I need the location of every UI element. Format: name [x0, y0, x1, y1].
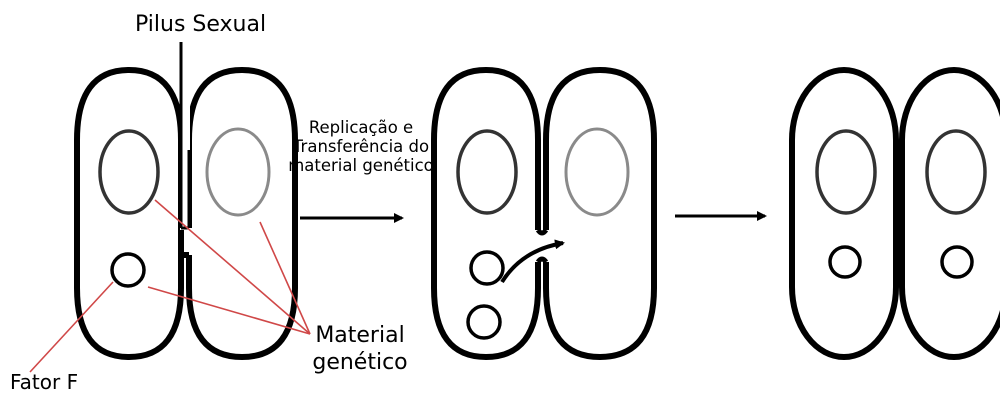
stage2-bridge-lower	[538, 259, 546, 262]
stage2-fator-f-plasmid	[471, 252, 503, 284]
fator-f-label: Fator F	[10, 370, 78, 394]
stage2-replicated-fator-f	[468, 306, 500, 338]
pointer-to-recipient-material	[260, 222, 310, 334]
stage2-recipient-genetic-material	[566, 129, 628, 215]
stage2-bridge-upper	[538, 230, 546, 233]
pilus-sexual-label: Pilus Sexual	[135, 12, 266, 37]
stage3-donor-fator-f	[830, 247, 860, 277]
stage-2-transfer	[434, 70, 654, 357]
stage1-fator-f-plasmid	[112, 254, 144, 286]
stage-1-conjugating-cells	[77, 42, 295, 357]
material-genetico-label: Material genético	[305, 322, 415, 376]
stage1-recipient-genetic-material	[207, 129, 269, 215]
stage3-donor-genetic-material	[817, 131, 875, 213]
replication-transfer-label: Replicação e Transferência do material g…	[286, 118, 436, 175]
transfer-arrow-icon	[502, 243, 563, 282]
pointer-to-fator-f	[30, 282, 113, 372]
stage3-recipient-genetic-material	[927, 131, 985, 213]
stage2-donor-genetic-material	[458, 131, 516, 213]
pointer-lines	[30, 200, 310, 372]
stage1-donor-genetic-material	[100, 131, 158, 213]
stage3-recipient-fator-f	[942, 247, 972, 277]
stage-3-separated-cells	[792, 70, 1000, 357]
